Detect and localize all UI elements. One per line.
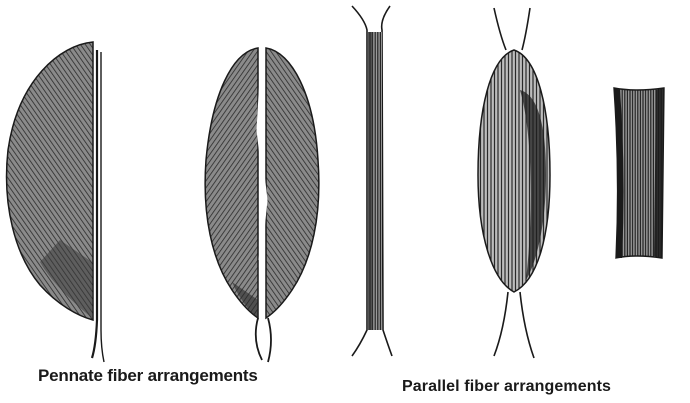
fusiform-muscle [478, 8, 550, 358]
unipennate-muscle [7, 42, 104, 362]
parallel-caption: Parallel fiber arrangements [402, 378, 611, 396]
bipennate-muscle [205, 44, 319, 362]
unipennate-tendon-edge [101, 52, 104, 362]
bipennate-tendon-left [256, 318, 262, 360]
fusiform-bottom-tendon-right [520, 292, 534, 358]
bipennate-tendon-right [268, 318, 271, 362]
pennate-caption: Pennate fiber arrangements [38, 366, 258, 386]
strap-shadow [368, 32, 372, 330]
fusiform-bottom-tendon-left [494, 292, 508, 356]
strap-muscle [352, 6, 392, 356]
strap-right-edge [382, 6, 392, 356]
fusiform-top-tendon-left [494, 8, 506, 50]
bipennate-left-belly [205, 48, 258, 318]
strap-left-edge [352, 6, 367, 356]
bipennate-right-belly [266, 48, 319, 318]
quadrate-muscle [614, 88, 664, 258]
fusiform-top-tendon-right [522, 8, 530, 50]
